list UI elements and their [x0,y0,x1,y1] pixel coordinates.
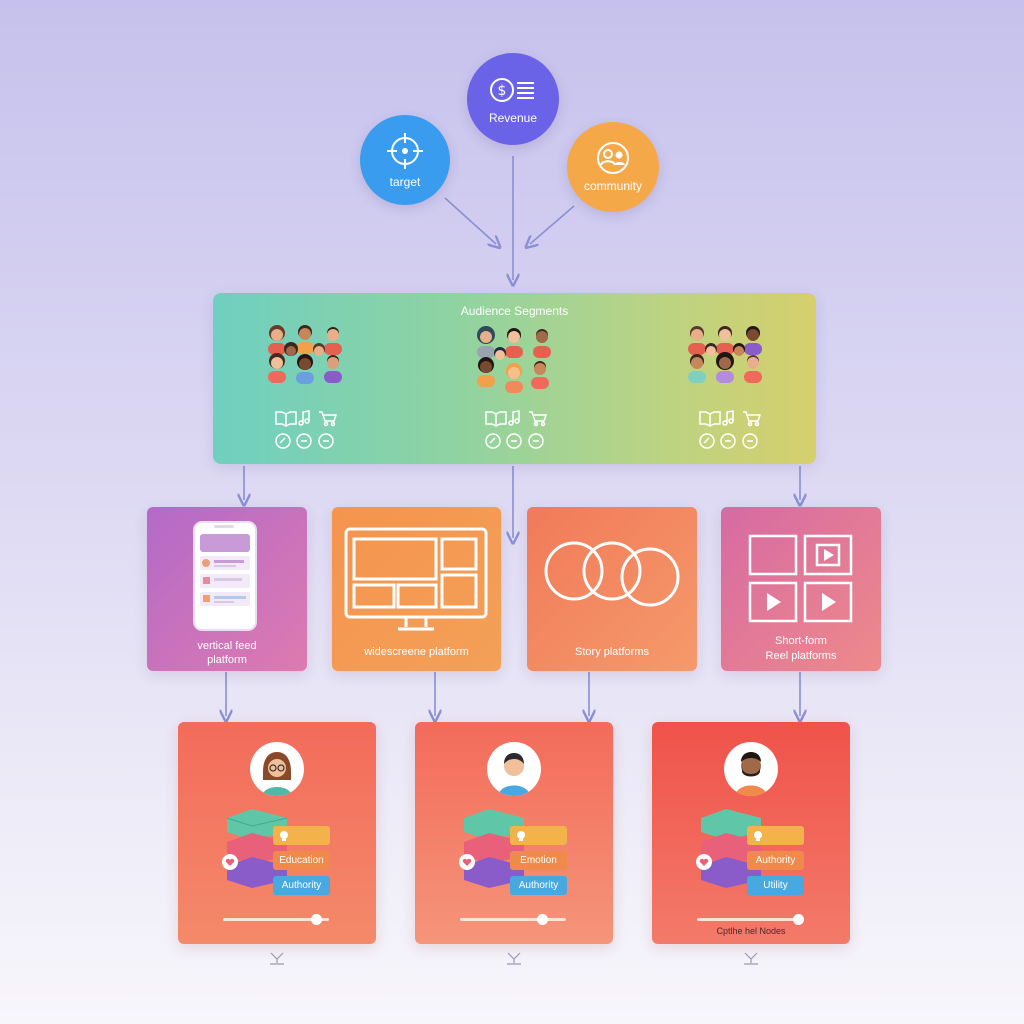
content-stack-icon [464,809,524,888]
tag-badge-orange [747,826,804,845]
platform-reel-label-line2: Reel platforms [765,650,837,662]
persona-card-3[interactable]: Authority Utility Cptlhe hel Nodes [652,722,850,944]
persona-2-anchor-icon [499,950,529,969]
heart-icon [696,854,712,870]
slider-knob[interactable] [793,914,805,925]
community-icon [597,142,629,174]
content-stack-icon [226,809,288,888]
goal-community[interactable]: community [567,122,659,212]
platform-vertical-feed[interactable]: vertical feed platform [147,507,307,671]
tag-authority: Authority [510,876,567,895]
platform-reel[interactable]: Short-form Reel platforms [721,507,881,671]
persona-3-footer-label: Cptlhe hel Nodes [716,926,786,936]
tag-authority: Authority [273,876,330,895]
audience-segments-panel: Audience Segments [213,293,816,464]
platform-widescreen-label: widescreene platform [364,646,469,658]
slider-track[interactable] [697,914,805,925]
tag-badge-orange [273,826,330,845]
audience-group-1-icon [268,325,342,384]
avatar-man [487,742,541,796]
heart-icon [459,854,475,870]
monitor-icon [344,527,488,631]
lightbulb-icon [517,831,525,841]
goal-target[interactable]: target [360,115,450,205]
crosshair-icon [387,133,423,169]
lightbulb-icon [754,831,762,841]
money-icon: $ [490,78,534,102]
goal-target-label: target [389,175,421,189]
persona-3-anchor-icon [736,950,766,969]
goal-community-label: community [583,179,642,193]
tag-emotion: Emotion [510,851,567,870]
slider-track[interactable] [223,914,329,925]
platform-story-label: Story platforms [575,646,649,658]
segment-3-interest-icons [699,410,762,449]
story-rings-icon [544,541,680,607]
audience-segments-title: Audience Segments [460,304,569,318]
platform-vertical-feed-label-line1: vertical feed [197,640,257,652]
persona-card-2[interactable]: Emotion Authority [415,722,613,944]
svg-text:$: $ [498,83,507,99]
goal-revenue-label: Revenue [488,111,538,125]
platform-vertical-feed-label-line2: platform [207,654,247,666]
video-grid-icon [748,534,853,623]
lightbulb-icon [280,831,288,841]
platform-story[interactable]: Story platforms [527,507,697,671]
slider-knob[interactable] [537,914,549,925]
platform-widescreen[interactable]: widescreene platform [332,507,501,671]
segment-2-interest-icons [485,410,548,449]
avatar-woman-glasses [250,742,304,796]
platform-reel-label-line1: Short-form [775,635,827,647]
heart-icon [222,854,238,870]
tag-education: Education [273,851,330,870]
segment-1-interest-icons [275,410,338,449]
tag-authority: Authority [747,851,804,870]
avatar-bearded-man [724,742,778,796]
smartphone-icon [193,521,257,631]
audience-group-3-icon [688,326,762,383]
goal-revenue[interactable]: $ Revenue [467,53,559,145]
slider-track[interactable] [460,914,566,925]
tag-badge-orange [510,826,567,845]
slider-knob[interactable] [310,914,322,925]
persona-1-anchor-icon [262,950,292,969]
tag-utility: Utility [747,876,804,895]
persona-card-1[interactable]: Education Authority [178,722,376,944]
audience-group-2-icon [477,326,551,393]
content-stack-icon [701,809,761,888]
